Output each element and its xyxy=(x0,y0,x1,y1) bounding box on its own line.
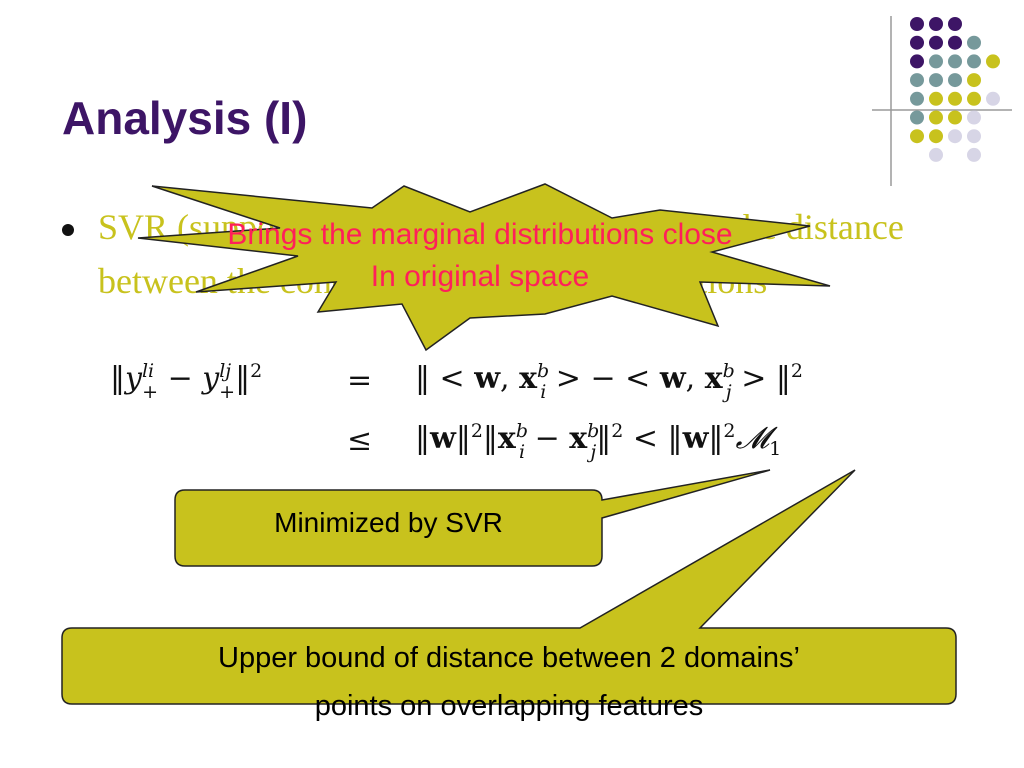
equation-rhs-1: ‖ < w, xbi > − < w, xbj > ‖2 xyxy=(415,360,804,403)
equation-leq: ≤ xyxy=(347,423,373,458)
star-callout-label-2: In original space xyxy=(370,260,590,293)
star-callout-shape[interactable] xyxy=(137,183,831,352)
callout-bound-shape[interactable] xyxy=(61,469,957,705)
slide-title: Analysis (I) xyxy=(62,92,308,144)
bullet-marker xyxy=(62,224,74,236)
star-callout-label-1: Brings the marginal distributions close xyxy=(227,218,733,251)
equation-equals: = xyxy=(347,363,373,398)
equation-rhs-2: ‖w‖2‖xbi − xbj‖2 < ‖w‖2𝓜1 xyxy=(415,420,782,463)
callout-bound-label-2: points on overlapping features xyxy=(314,690,704,722)
callout-svr-label: Minimized by SVR xyxy=(274,507,503,538)
callout-svr-shape[interactable] xyxy=(174,469,771,567)
callout-bound-label-1: Upper bound of distance between 2 domain… xyxy=(218,642,800,674)
equation-lhs: ‖yli+ − ylj+‖2 xyxy=(110,360,263,403)
